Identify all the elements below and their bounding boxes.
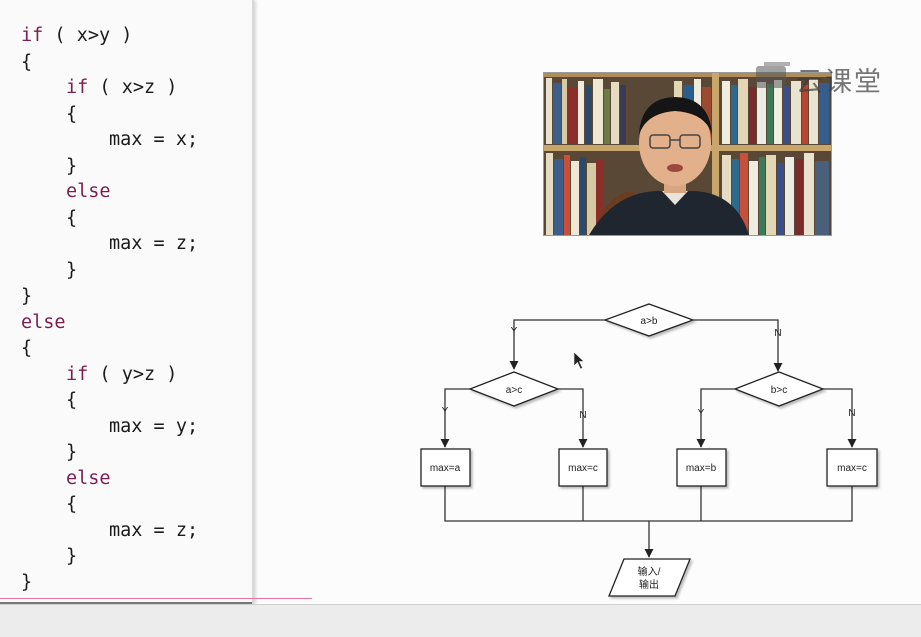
code-line: {: [66, 494, 77, 516]
code-text: ( y>z ): [88, 364, 178, 385]
code-line: {: [21, 338, 32, 360]
process-box-3-label: max=b: [686, 463, 717, 474]
decision-right: b>c: [733, 371, 825, 407]
code-keyword: else: [66, 468, 111, 489]
edge-merge: [444, 486, 853, 522]
edge-left-yes: [440, 388, 470, 448]
code-keyword: else: [21, 312, 66, 333]
code-text: }: [66, 442, 78, 463]
code-line: max = y;: [109, 416, 198, 438]
code-keyword: if: [66, 77, 89, 98]
code-line: }: [21, 286, 32, 308]
code-text: }: [66, 546, 78, 567]
logo-text: 云课堂: [796, 67, 883, 98]
accent-divider: [0, 598, 312, 599]
code-text: }: [21, 572, 33, 593]
code-line: }: [66, 442, 77, 464]
code-text: max = y;: [109, 416, 199, 437]
process-box-1: max=a: [420, 448, 471, 487]
code-text: {: [21, 338, 33, 359]
instructor-video[interactable]: [543, 72, 832, 236]
io-label-line-1: 输入/: [638, 565, 661, 578]
code-text: {: [66, 390, 78, 411]
label-top-yes: Y: [511, 326, 518, 337]
code-line: max = z;: [109, 233, 198, 255]
decision-top-label: a>b: [641, 316, 658, 327]
code-text: max = z;: [109, 520, 199, 541]
code-text: max = z;: [109, 233, 199, 254]
edge-right-yes: [696, 388, 735, 448]
process-box-2: max=c: [558, 448, 608, 487]
instructor-video-frame: [544, 73, 831, 235]
code-text: }: [66, 260, 78, 281]
edge-right-no: [823, 388, 857, 448]
code-line: else: [66, 181, 111, 203]
code-line: if ( y>z ): [66, 364, 177, 386]
decision-top: a>b: [603, 303, 695, 337]
code-line: }: [66, 260, 77, 282]
code-line: {: [66, 208, 77, 230]
code-text: }: [66, 156, 78, 177]
yunketang-logo: 云课堂: [754, 60, 899, 98]
flowchart: Y N Y N Y N a>b a>c b>c max=a max=c: [420, 303, 878, 597]
code-text: {: [66, 494, 78, 515]
code-text: ( x>y ): [43, 25, 133, 46]
label-top-no: N: [774, 328, 781, 339]
edge-left-no: [558, 388, 588, 448]
code-panel: if ( x>y ) { if ( x>z ) { max = x;} else { max …: [0, 0, 254, 604]
code-line: }: [21, 572, 32, 594]
decision-left: a>c: [468, 371, 560, 407]
code-keyword: else: [66, 181, 111, 202]
process-box-4-label: max=c: [837, 463, 867, 474]
panel-bottom-edge: [0, 602, 252, 604]
decision-right-label: b>c: [771, 385, 787, 396]
code-line: else: [66, 468, 111, 490]
code-line: }: [66, 156, 77, 178]
bottom-bar: [0, 604, 921, 637]
code-line: max = z;: [109, 520, 198, 542]
decision-left-label: a>c: [506, 385, 522, 396]
process-box-3: max=b: [676, 448, 727, 487]
code-text: {: [66, 208, 78, 229]
process-box-4: max=c: [826, 448, 878, 487]
code-line: if ( x>y ): [21, 25, 132, 47]
process-box-2-label: max=c: [568, 463, 598, 474]
code-text: max = x;: [109, 129, 199, 150]
logo-icon: [756, 62, 790, 88]
code-line: if ( x>z ): [66, 77, 177, 99]
code-line: {: [21, 52, 32, 74]
code-line: max = x;: [109, 129, 198, 151]
code-line: {: [66, 390, 77, 412]
label-left-yes: Y: [442, 406, 449, 417]
code-keyword: if: [66, 364, 89, 385]
edge-top-no: [693, 319, 783, 372]
io-node: 输入/ 输出: [608, 558, 691, 597]
label-right-no: N: [848, 408, 855, 419]
label-left-no: N: [579, 410, 586, 421]
label-right-yes: Y: [698, 408, 705, 419]
code-line: else: [21, 312, 66, 334]
code-keyword: if: [21, 25, 44, 46]
code-text: {: [66, 104, 78, 125]
code-text: }: [21, 286, 33, 307]
code-text: {: [21, 52, 33, 73]
code-line: {: [66, 104, 77, 126]
mouse-cursor-icon: [573, 351, 585, 370]
code-line: }: [66, 546, 77, 568]
io-label-line-2: 输出: [639, 578, 659, 591]
code-text: ( x>z ): [88, 77, 178, 98]
process-box-1-label: max=a: [430, 463, 461, 474]
edge-top-yes: [509, 319, 605, 370]
